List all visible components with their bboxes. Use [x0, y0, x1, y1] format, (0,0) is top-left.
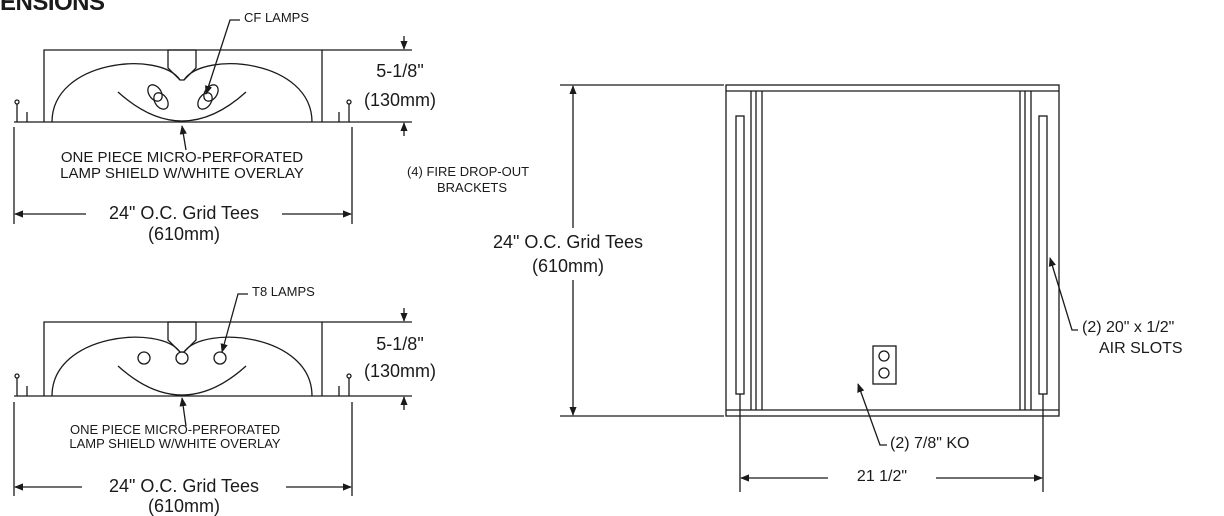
cf-fixture-section	[13, 19, 412, 224]
plan-view	[560, 84, 1078, 492]
bracket-icon	[14, 373, 20, 379]
t8-width-mm-label: (610mm)	[147, 496, 221, 516]
cf-lamp-icon	[147, 84, 163, 102]
t8-reflector-left	[51, 336, 181, 397]
air-slot-left	[735, 115, 745, 395]
page-heading: ENSIONS	[0, 0, 105, 16]
air-slots-leader	[1048, 257, 1078, 331]
bracket-icon	[346, 99, 352, 105]
t8-lamp-icon	[137, 351, 151, 365]
t8-width-label: 24" O.C. Grid Tees	[108, 476, 260, 496]
cf-lamp-shield	[117, 91, 247, 122]
t8-shield-label-line2: LAMP SHIELD W/WHITE OVERLAY	[69, 436, 281, 451]
cf-width-mm-label: (610mm)	[147, 224, 221, 244]
knockout-icon	[878, 367, 890, 379]
cf-width-label: 24" O.C. Grid Tees	[108, 203, 260, 223]
t8-shield-leader	[179, 397, 187, 427]
plan-height-mm-label: (610mm)	[531, 256, 605, 276]
cf-center-channel	[167, 49, 197, 81]
cf-shield-label-line2: LAMP SHIELD W/WHITE OVERLAY	[60, 165, 304, 182]
t8-lamp-icon	[213, 351, 227, 365]
air-slot-right	[1038, 115, 1048, 395]
knockout-icon	[878, 350, 890, 362]
t8-reflector-right	[183, 336, 313, 397]
cf-lamp-icon	[197, 92, 213, 110]
cf-lamp-icon	[203, 84, 219, 102]
t8-center-channel	[167, 321, 197, 353]
knockout-plate	[872, 345, 897, 385]
cf-reflector-left	[51, 63, 181, 123]
t8-housing	[43, 321, 323, 396]
plan-width-label: 21 1/2"	[856, 468, 908, 485]
t8-lamp-icon	[175, 351, 189, 365]
ko-leader	[857, 383, 887, 446]
t8-height-label: 5-1/8"	[376, 334, 424, 354]
bracket-icon	[14, 99, 20, 105]
t8-shield-label-line1: ONE PIECE MICRO-PERFORATED	[70, 422, 280, 437]
ko-label: (2) 7/8" KO	[890, 435, 970, 452]
plan-height-label: 24" O.C. Grid Tees	[492, 232, 644, 252]
air-slots-label-line1: (2) 20" x 1/2"	[1082, 319, 1175, 336]
t8-lamps-leader	[220, 293, 248, 353]
t8-height-mm-label: (130mm)	[363, 361, 437, 381]
cf-lamps-label: CF LAMPS	[244, 10, 310, 25]
air-slots-label-line2: AIR SLOTS	[1099, 340, 1183, 357]
cf-height-label: 5-1/8"	[376, 61, 424, 81]
cf-lamp-icon	[153, 92, 169, 110]
cf-shield-leader	[179, 125, 187, 151]
t8-lamp-shield	[117, 365, 247, 396]
cf-lamps-leader	[205, 19, 240, 95]
t8-fixture-section	[13, 293, 412, 496]
bracket-icon	[346, 373, 352, 379]
plan-outline	[725, 84, 1060, 417]
brackets-label-line1: (4) FIRE DROP-OUT	[406, 164, 530, 179]
cf-height-mm-label: (130mm)	[363, 90, 437, 110]
brackets-label-line2: BRACKETS	[436, 180, 508, 195]
cf-housing	[43, 49, 323, 122]
t8-lamps-label: T8 LAMPS	[252, 284, 315, 299]
cf-shield-label-line1: ONE PIECE MICRO-PERFORATED	[60, 149, 304, 166]
cf-reflector-right	[183, 63, 313, 123]
